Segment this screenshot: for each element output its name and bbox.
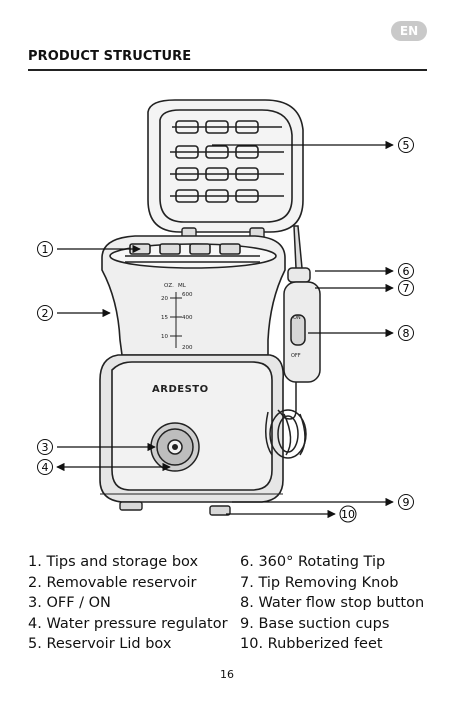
callout-8: 8 [398,325,414,341]
callout-1-label: 1 [42,243,49,256]
switch-off-label: OFF [291,353,301,359]
callout-8-label: 8 [403,327,410,340]
part-1: 1. Tips and storage box [28,554,199,570]
part-2: 2. Removable reservoir [28,574,197,591]
callout-6: 6 [398,263,414,279]
language-badge: EN [391,21,427,41]
callout-4: 4 [37,459,53,475]
brand-logo: ARDESTO [152,384,209,395]
callout-7: 7 [398,280,414,296]
off-on-power-button [172,444,178,450]
part-3: 3. OFF / ON [28,595,111,611]
part-7: 7. Tip Removing Knob [240,574,399,591]
removable-reservoir [101,235,286,356]
page-heading: PRODUCT STRUCTURE [28,49,192,64]
part-9: 9. Base suction cups [240,615,390,632]
scale-oz-15: 15 [161,315,168,321]
callout-4-label: 4 [42,461,49,474]
callout-2: 2 [37,305,53,321]
part-4: 4. Water pressure regulator [28,615,228,632]
scale-unit-oz: OZ. [164,283,174,289]
product-diagram: OZ. ML 20 15 10 600 400 200 ARDESTO ON O… [37,99,414,523]
part-5: 5. Reservoir Lid box [28,636,172,652]
callout-3: 3 [37,439,53,455]
callout-3-label: 3 [42,441,49,454]
part-8: 8. Water flow stop button [240,595,425,611]
callout-1: 1 [37,241,53,257]
callout-5: 5 [398,137,414,153]
handle-assembly [265,225,321,459]
scale-ml-400: 400 [182,315,193,321]
part-6: 6. 360° Rotating Tip [240,554,386,570]
parts-list-left: 1. Tips and storage box 2. Removable res… [28,552,228,655]
scale-oz-20: 20 [161,296,168,302]
rubberized-feet [119,501,231,516]
part-10: 10. Rubberized feet [240,636,383,652]
device-base [99,354,285,503]
callout-5-label: 5 [403,139,410,152]
callout-9: 9 [398,494,414,510]
scale-oz-10: 10 [161,334,168,340]
callout-lines [56,140,394,519]
callout-10-label: 10 [341,508,355,521]
scale-unit-ml: ML [178,283,187,289]
page-number: 16 [220,668,234,681]
heading-rule [28,69,427,71]
callout-7-label: 7 [403,282,410,295]
scale-ml-600: 600 [182,292,193,298]
scale-ml-200: 200 [182,345,193,351]
reservoir-lid-box [147,99,304,233]
callout-6-label: 6 [403,265,410,278]
callout-10: 10 [339,505,357,523]
parts-list-right: 6. 360° Rotating Tip 7. Tip Removing Kno… [240,552,424,655]
callout-2-label: 2 [42,307,49,320]
switch-on-label: ON [293,315,301,321]
callout-9-label: 9 [403,496,410,509]
